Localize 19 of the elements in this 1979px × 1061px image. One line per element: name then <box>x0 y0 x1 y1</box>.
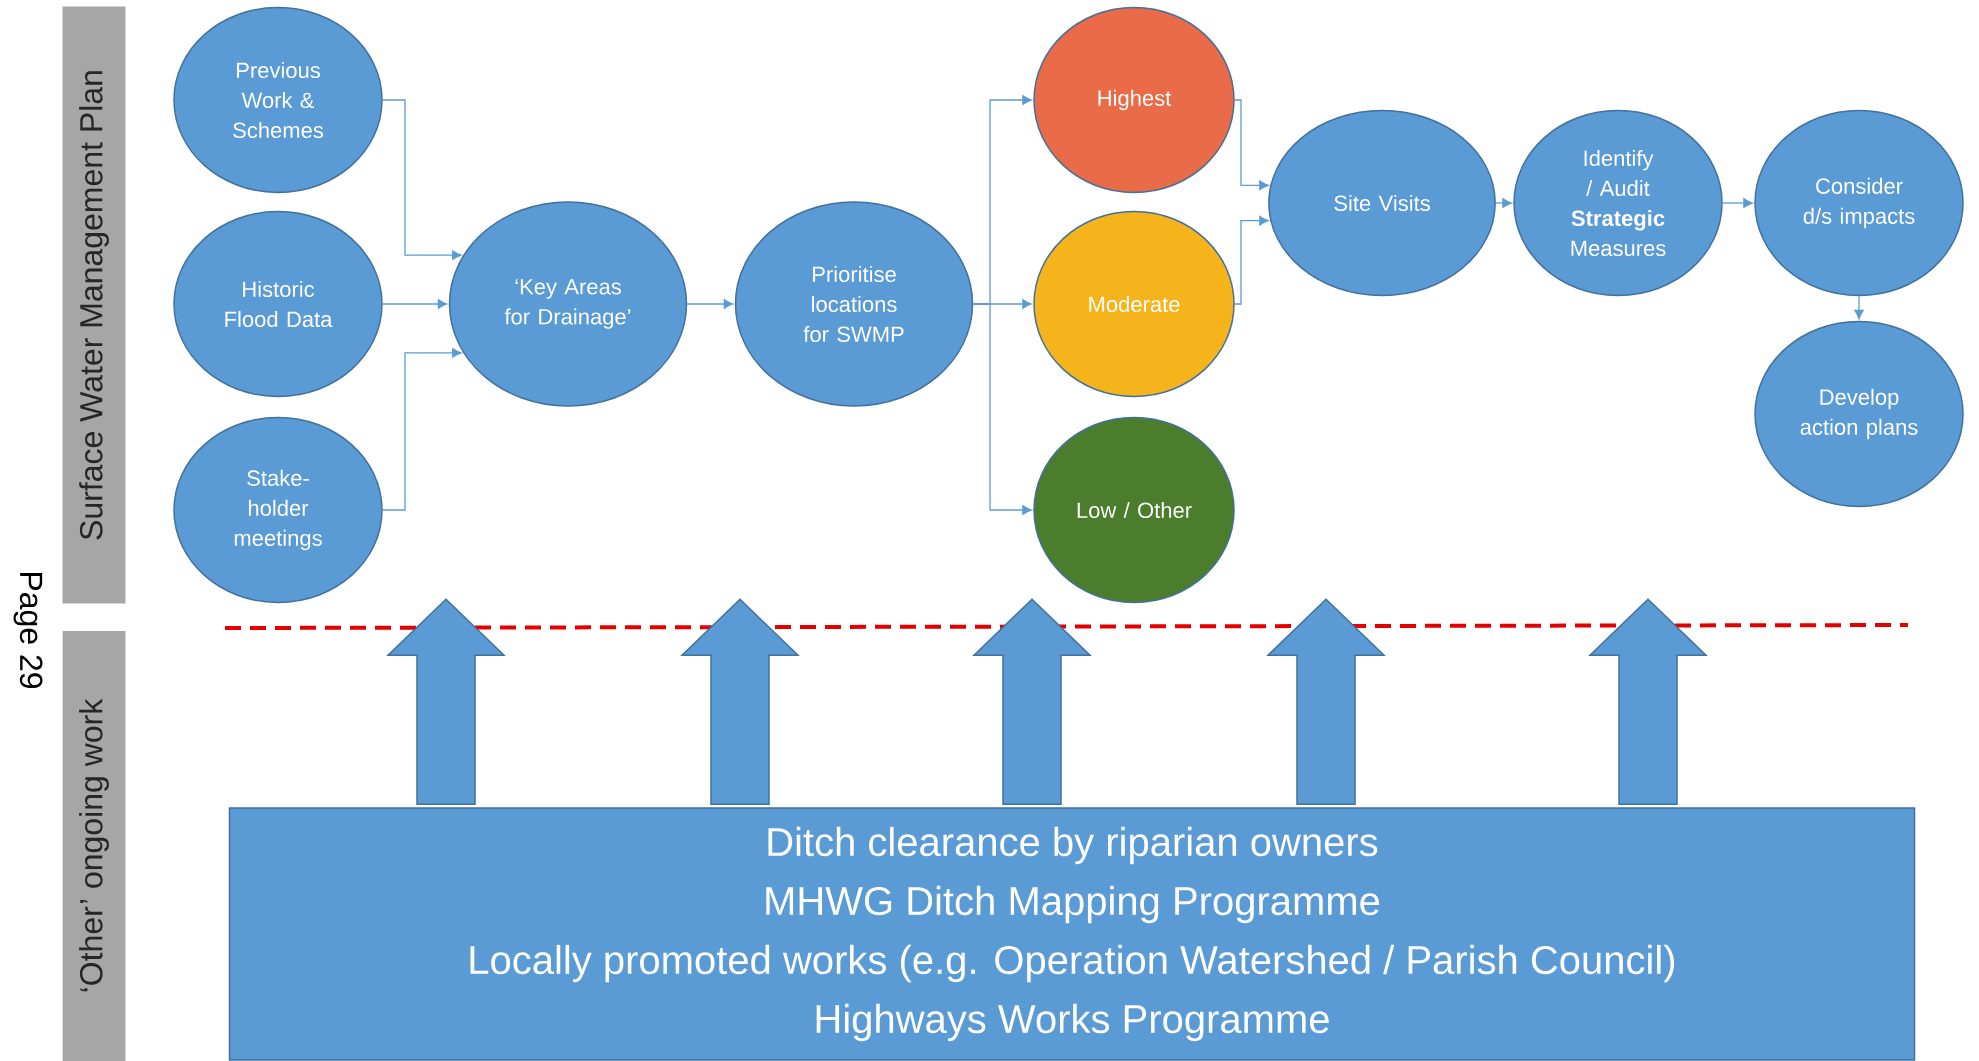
arrow <box>1854 295 1864 320</box>
block-arrow <box>972 598 1092 805</box>
side-band: Surface Water Management Plan <box>62 6 126 604</box>
page-number: Page 29 <box>13 573 43 689</box>
side-band: ‘Other’ ongoing work <box>62 631 126 1061</box>
activity-box: Ditch clearance by riparian owners MHWG Ditch Mapping Programme Locally promoted works (e.g. Operation Watershed / Parish Council) Highways Works Programme <box>228 807 1916 1061</box>
arrow <box>972 303 1032 515</box>
arrow <box>1234 215 1269 305</box>
arrow <box>686 299 734 309</box>
arrow <box>382 299 448 309</box>
arrow <box>1495 198 1512 208</box>
arrow <box>382 99 462 260</box>
arrow <box>1234 99 1269 191</box>
block-arrow <box>386 598 506 805</box>
block-arrow <box>1266 598 1386 805</box>
block-arrow <box>680 598 800 805</box>
arrow <box>382 348 462 511</box>
arrow <box>1722 198 1753 208</box>
block-arrow <box>1588 598 1708 805</box>
